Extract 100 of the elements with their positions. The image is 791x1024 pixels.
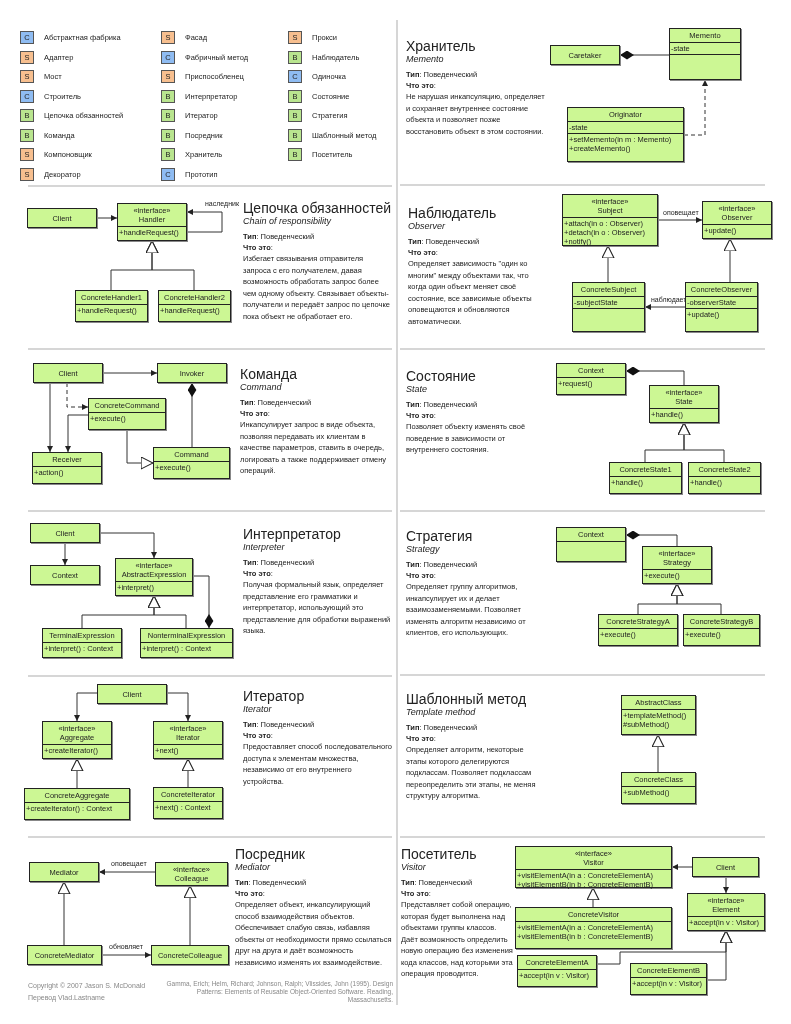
association-arrow: [74, 692, 98, 722]
inheritance-arrow: [586, 887, 600, 908]
class-box: [153, 447, 230, 479]
class-box: [30, 523, 100, 543]
pattern-subtitle: Strategy: [406, 544, 440, 555]
inheritance-arrow: [145, 240, 195, 291]
pattern-subtitle: Memento: [406, 54, 444, 65]
inheritance-arrow: [706, 930, 733, 981]
inheritance-arrow: [70, 758, 84, 789]
pattern-title: Команда: [240, 366, 298, 382]
class-box: [42, 721, 112, 759]
class-box: [621, 772, 696, 804]
class-box: [562, 194, 658, 246]
pattern-title: Интерпретатор: [243, 526, 341, 542]
class-box: [155, 862, 228, 886]
class-box: [29, 862, 99, 882]
pattern-subtitle: Template method: [406, 707, 476, 718]
association-arrow: [644, 304, 686, 310]
inheritance-arrow: [183, 885, 197, 946]
pattern-subtitle: Visitor: [401, 862, 426, 873]
class-box: [621, 695, 696, 735]
pattern-title: Итератор: [243, 688, 305, 704]
class-box: [642, 546, 712, 584]
class-box: [30, 565, 100, 585]
inheritance-arrow: [723, 238, 737, 283]
inheritance-arrow: [57, 881, 71, 946]
class-box: [687, 893, 765, 931]
class-box: [517, 955, 597, 987]
class-box: [550, 45, 620, 65]
inheritance-arrow: [147, 595, 187, 629]
class-box: [32, 452, 102, 484]
pattern-title: Посредник: [235, 846, 305, 862]
class-box: [42, 628, 122, 658]
pattern-title: Посетитель: [401, 846, 477, 862]
class-box: [515, 846, 672, 888]
class-box: [151, 945, 229, 965]
class-box: [33, 363, 103, 383]
class-box: [27, 208, 97, 228]
class-box: [692, 857, 759, 877]
pattern-subtitle: Iterator: [243, 704, 272, 715]
pattern-title: Наблюдатель: [408, 205, 497, 221]
class-box: [140, 628, 233, 658]
association-arrow: [102, 370, 158, 376]
association-arrow: [186, 209, 223, 233]
class-box: [685, 282, 758, 332]
class-box: [669, 28, 741, 80]
class-box: [683, 614, 760, 646]
pattern-subtitle: Observer: [408, 221, 445, 232]
association-arrow: [98, 869, 156, 875]
composition-line: [625, 366, 685, 386]
association-arrow: [62, 542, 68, 566]
class-box: [158, 290, 231, 322]
class-box: [27, 945, 102, 965]
inheritance-arrow: [651, 734, 665, 773]
inheritance-arrow: [181, 758, 195, 788]
composition-line: [192, 575, 214, 629]
association-arrow: [47, 382, 53, 453]
class-box: [572, 282, 645, 332]
pattern-title: Стратегия: [406, 528, 473, 544]
association-arrow: [65, 414, 89, 453]
class-box: [609, 462, 682, 494]
pattern-title: Цепочка обязанностей: [243, 200, 391, 216]
class-box: [630, 963, 707, 995]
class-box: [567, 107, 684, 162]
class-box: [649, 385, 719, 423]
class-box: [688, 462, 761, 494]
composition-line: [625, 530, 678, 547]
class-box: [598, 614, 678, 646]
association-arrow: [99, 532, 157, 559]
association-arrow: [166, 692, 191, 722]
association-arrow: [723, 876, 729, 894]
pattern-subtitle: Mediator: [235, 862, 270, 873]
pattern-title: Шаблонный метод: [406, 691, 527, 707]
class-box: [556, 363, 626, 395]
inheritance-arrow: [670, 583, 722, 615]
inheritance-arrow: [126, 429, 154, 470]
pattern-subtitle: State: [406, 384, 427, 395]
composition-line: [619, 50, 670, 60]
class-box: [153, 787, 223, 819]
class-box: [97, 684, 167, 704]
inheritance-arrow: [677, 422, 725, 463]
association-arrow: [671, 864, 693, 870]
class-box: [157, 363, 227, 383]
class-box: [702, 201, 772, 239]
class-box: [75, 290, 148, 322]
association-arrow: [101, 952, 152, 958]
class-box: [88, 398, 166, 430]
inheritance-arrow: [601, 245, 615, 283]
class-box: [556, 527, 626, 562]
dependency-arrow: [683, 79, 708, 136]
pattern-subtitle: Interpreter: [243, 542, 285, 553]
association-arrow: [657, 217, 703, 223]
class-box: [515, 907, 672, 949]
class-box: [115, 558, 193, 596]
pattern-subtitle: Chain of responsibility: [243, 216, 332, 227]
class-box: [153, 721, 223, 759]
dependency-arrow: [66, 382, 89, 410]
composition-line: [187, 382, 197, 448]
pattern-title: Состояние: [406, 368, 476, 384]
association-arrow: [96, 215, 118, 221]
